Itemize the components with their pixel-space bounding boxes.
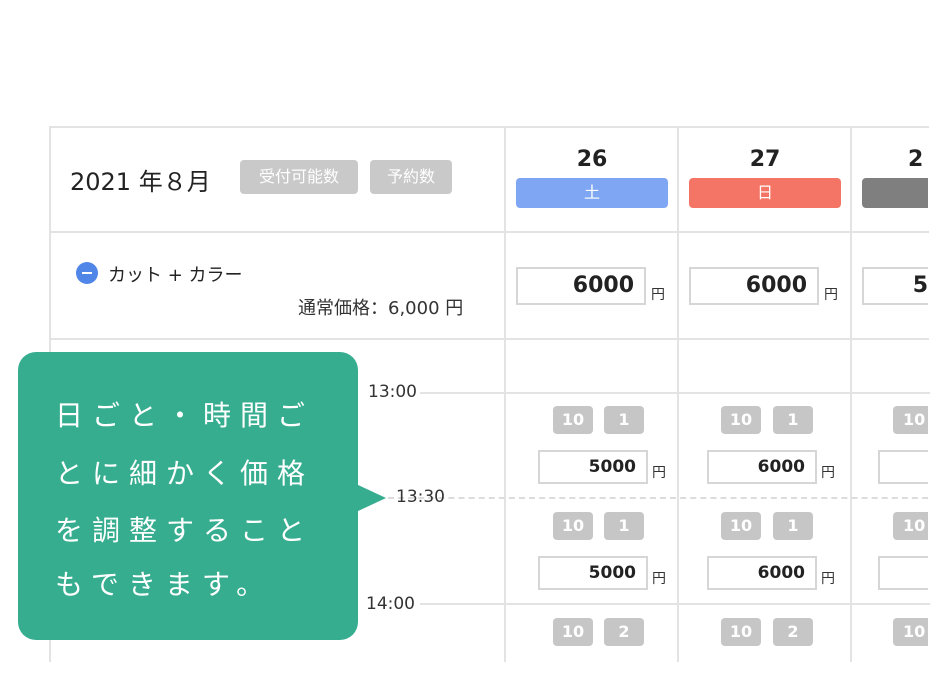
available-count-chip: 10 [553, 406, 593, 434]
col-divider-2 [677, 126, 679, 662]
day-price-input[interactable]: 6000 [689, 267, 819, 305]
day-price-input[interactable]: 5 [862, 267, 928, 305]
day-number: 26 [576, 147, 608, 172]
callout-bubble-tail [356, 484, 386, 512]
callout-text-line: もできます。 [55, 568, 274, 601]
regular-price: 通常価格：6,000 円 [298, 298, 464, 319]
available-count-chip: 10 [553, 512, 593, 540]
available-count-chip: 10 [893, 406, 928, 434]
available-count-chip: 10 [721, 406, 761, 434]
day-number: 27 [749, 147, 781, 172]
weekday-badge-sat: 土 [516, 178, 668, 208]
col-divider-3 [850, 126, 852, 662]
menu-name: カット + カラー [108, 265, 243, 286]
reserved-count-chip: 1 [773, 512, 813, 540]
available-count-chip: 10 [721, 618, 761, 646]
time-line-1330-dashed [388, 497, 928, 499]
month-title: 2021 年８月 [70, 168, 211, 196]
day-price-input[interactable]: 6000 [516, 267, 646, 305]
weekday-badge-sun: 日 [689, 178, 841, 208]
col-divider-1 [504, 126, 506, 662]
available-count-tag[interactable]: 受付可能数 [240, 160, 358, 194]
slot-price-input[interactable]: 6000 [707, 556, 817, 590]
time-label-1330: 13:30 [396, 487, 445, 507]
reserved-count-chip: 2 [773, 618, 813, 646]
slot-price-input[interactable]: 5000 [538, 556, 648, 590]
currency-label: 円 [652, 465, 666, 481]
available-count-chip: 10 [721, 512, 761, 540]
reserved-count-chip: 1 [773, 406, 813, 434]
callout-text-line: を調整すること [55, 514, 315, 547]
currency-label: 円 [821, 571, 835, 587]
currency-label: 円 [821, 465, 835, 481]
currency-label: 円 [824, 287, 838, 303]
time-label-1400: 14:00 [366, 594, 415, 614]
slot-price-input[interactable] [878, 450, 928, 484]
time-label-1300: 13:00 [368, 382, 417, 402]
callout-text-line: とに細かく価格 [55, 457, 315, 490]
reserved-count-chip: 2 [604, 618, 644, 646]
day-number: 2 [908, 147, 924, 172]
callout-bubble [18, 352, 358, 640]
collapse-minus-icon[interactable] [76, 262, 98, 284]
available-count-chip: 10 [553, 618, 593, 646]
reserved-count-chip: 1 [604, 512, 644, 540]
reservation-count-tag[interactable]: 予約数 [370, 160, 452, 194]
available-count-chip: 10 [893, 618, 928, 646]
reserved-count-chip: 1 [604, 406, 644, 434]
weekday-badge [862, 178, 928, 208]
time-line-1400 [420, 603, 930, 605]
header-row-divider [49, 231, 929, 233]
table-top-border [49, 126, 929, 128]
available-count-chip: 10 [893, 512, 928, 540]
currency-label: 円 [651, 287, 665, 303]
currency-label: 円 [652, 571, 666, 587]
slot-price-input[interactable] [878, 556, 928, 590]
menu-row-divider [49, 338, 929, 340]
time-line-1300 [420, 392, 930, 394]
slot-price-input[interactable]: 5000 [538, 450, 648, 484]
slot-price-input[interactable]: 6000 [707, 450, 817, 484]
callout-text-line: 日ごと・時間ご [55, 399, 315, 432]
